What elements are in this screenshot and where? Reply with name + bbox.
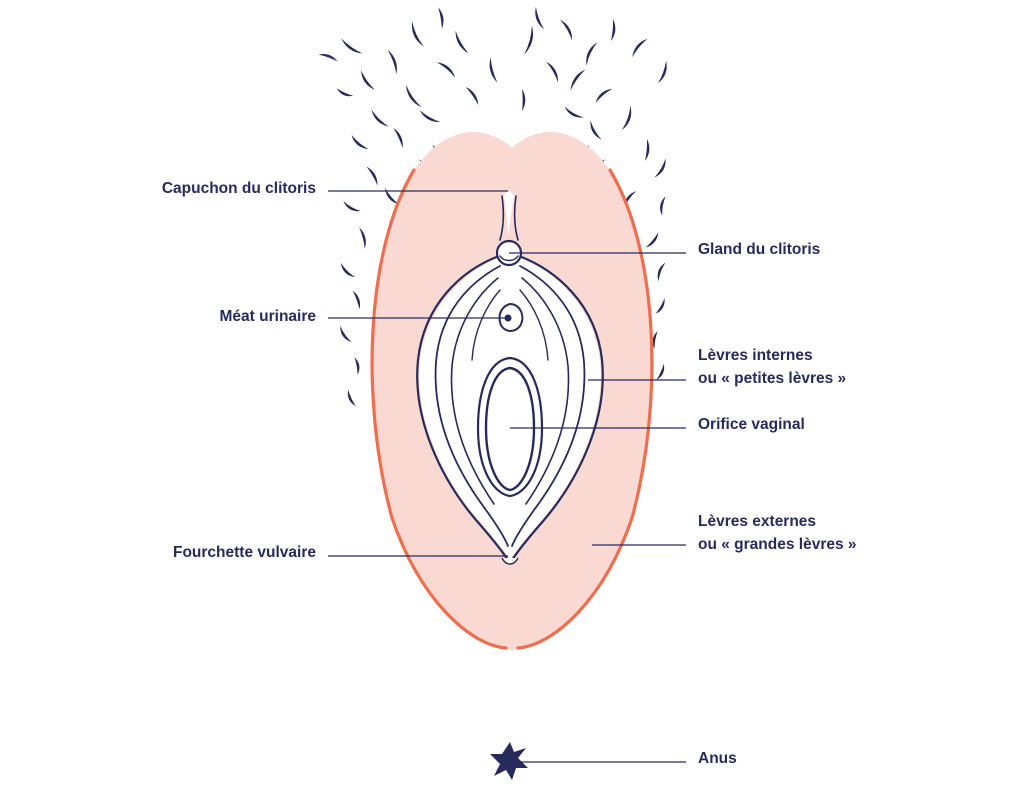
label-anus: Anus — [698, 750, 737, 767]
clitoral-hood — [499, 191, 519, 241]
hair-stroke — [465, 87, 479, 105]
label-gland: Gland du clitoris — [698, 241, 820, 258]
label-fourchette: Fourchette vulvaire — [173, 544, 316, 561]
label-meat: Méat urinaire — [220, 308, 317, 325]
hair-stroke — [341, 38, 363, 54]
hair-stroke — [371, 109, 389, 127]
hair-stroke — [657, 60, 667, 84]
hair-stroke — [570, 69, 586, 91]
label-levres-internes-line2: ou « petites lèvres » — [698, 370, 846, 387]
label-levres-internes-line1: Lèvres internes — [698, 347, 813, 364]
hair-stroke — [655, 298, 665, 314]
hair-stroke — [564, 106, 584, 118]
hair-stroke — [411, 21, 424, 47]
hair-stroke — [522, 89, 526, 111]
hair-stroke — [560, 19, 573, 41]
hair-stroke — [524, 25, 534, 55]
hair-stroke — [611, 19, 616, 41]
hair-stroke — [343, 201, 361, 212]
hair-stroke — [352, 290, 361, 310]
hair-stroke — [406, 84, 422, 108]
hair-stroke — [366, 166, 378, 186]
hair-stroke — [393, 128, 403, 148]
hair-stroke — [660, 196, 666, 216]
outer-labia-left-edge — [370, 168, 508, 650]
vaginal-orifice — [476, 356, 544, 498]
label-capuchon: Capuchon du clitoris — [162, 180, 316, 197]
hair-stroke — [387, 49, 397, 75]
hair-stroke — [359, 227, 366, 249]
outer-labia-right-edge — [516, 168, 654, 650]
hair-stroke — [586, 42, 598, 66]
hair-stroke — [340, 325, 352, 343]
hair-stroke — [351, 134, 369, 150]
hair-stroke — [621, 105, 632, 131]
hair-stroke — [318, 53, 338, 62]
fourchette-notch — [501, 557, 519, 565]
hair-stroke — [361, 70, 375, 90]
hair-stroke — [632, 38, 648, 58]
inner-labia — [416, 252, 604, 562]
hair-stroke — [535, 6, 545, 30]
hair-stroke — [656, 363, 665, 381]
hair-stroke — [595, 88, 613, 104]
hair-stroke — [652, 331, 658, 349]
hair-stroke — [436, 62, 456, 78]
hair-stroke — [645, 232, 659, 248]
hair-stroke — [384, 187, 400, 205]
label-levres-externes-line1: Lèvres externes — [698, 513, 816, 530]
hair-stroke — [438, 7, 444, 29]
hair-stroke — [455, 30, 469, 54]
hair-stroke — [347, 389, 356, 407]
label-orifice: Orifice vaginal — [698, 416, 805, 433]
leader-lines — [328, 190, 686, 763]
hair-stroke — [354, 357, 360, 375]
hair-stroke — [645, 139, 650, 161]
hair-stroke — [419, 110, 441, 123]
hair-stroke — [489, 57, 498, 83]
hair-stroke — [654, 158, 666, 178]
hair-stroke — [657, 262, 666, 282]
labels: Capuchon du clitoris Gland du clitoris M… — [162, 180, 857, 767]
hair-stroke — [546, 61, 559, 83]
anus-star — [490, 742, 528, 780]
hair-stroke — [336, 88, 354, 97]
hair-stroke — [590, 120, 602, 140]
label-levres-externes-line2: ou « grandes lèvres » — [698, 536, 857, 553]
hair-stroke — [340, 262, 356, 278]
